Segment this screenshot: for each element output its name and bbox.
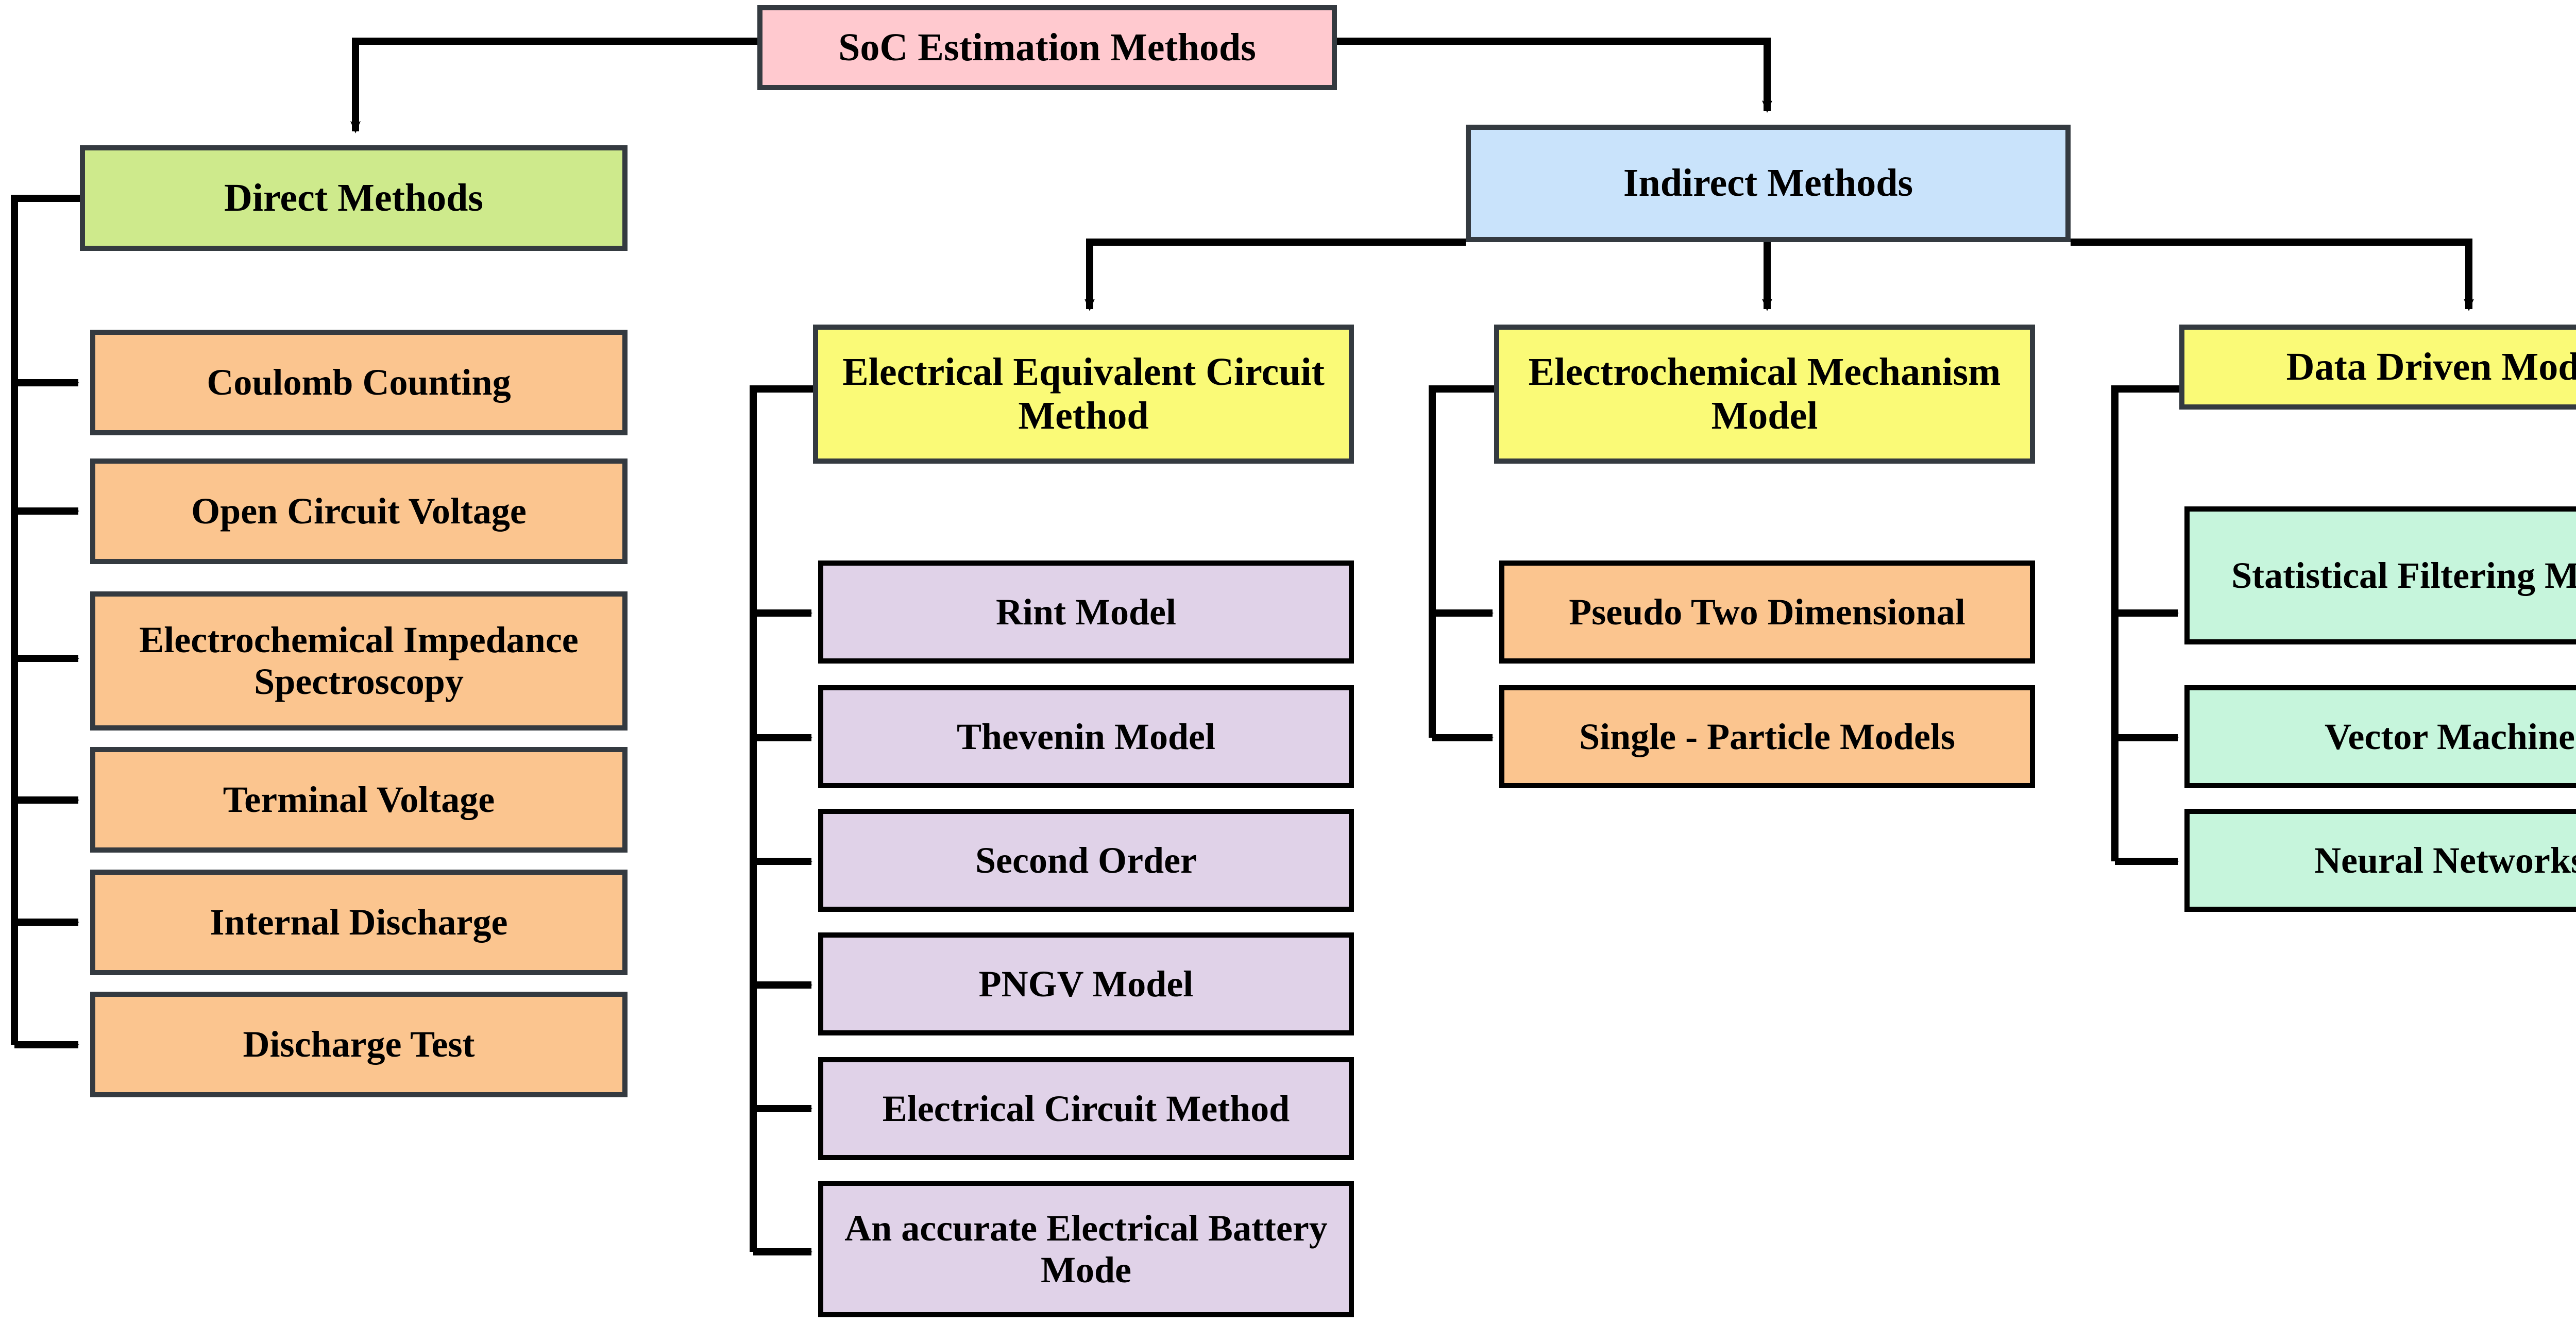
node-eecm-child-5[interactable]: An accurate Electrical Battery Mode (818, 1181, 1354, 1317)
node-root-label: SoC Estimation Methods (838, 25, 1256, 69)
node-ddm-child-1-label: Vector Machine (2325, 716, 2575, 757)
node-electrochemical-mechanism-model[interactable]: Electrochemical Mechanism Model (1494, 325, 2035, 464)
node-direct-child-0[interactable]: Coulomb Counting (90, 330, 628, 435)
node-eecm-child-3[interactable]: PNGV Model (818, 932, 1354, 1035)
node-eecm-child-1[interactable]: Thevenin Model (818, 685, 1354, 788)
node-ddm-child-0[interactable]: Statistical Filtering Method (2184, 506, 2576, 644)
node-data-driven-model[interactable]: Data Driven Model (2179, 325, 2576, 410)
node-eecm-child-2[interactable]: Second Order (818, 809, 1354, 912)
node-direct-methods[interactable]: Direct Methods (80, 145, 628, 251)
node-emm-child-0[interactable]: Pseudo Two Dimensional (1499, 560, 2035, 664)
edge-direct-trunk (11, 195, 80, 1045)
node-direct-methods-label: Direct Methods (224, 176, 484, 219)
node-eecm-child-5-label: An accurate Electrical Battery Mode (844, 1207, 1328, 1290)
node-eecm-child-4-label: Electrical Circuit Method (882, 1088, 1290, 1129)
node-emm-child-0-label: Pseudo Two Dimensional (1569, 591, 1965, 633)
node-emm-child-1[interactable]: Single - Particle Models (1499, 685, 2035, 788)
edge-ddm-trunk (2111, 385, 2179, 861)
node-eecm-child-0[interactable]: Rint Model (818, 560, 1354, 664)
node-ddm-child-2-label: Neural Networks (2314, 839, 2576, 881)
node-eecm-label: Electrical Equivalent Circuit Method (842, 350, 1325, 437)
node-direct-child-0-label: Coulomb Counting (207, 362, 511, 403)
edge-root-to-direct (350, 38, 779, 133)
edge-emm-trunk (1429, 385, 1494, 738)
node-direct-child-3-label: Terminal Voltage (223, 779, 495, 821)
node-indirect-methods[interactable]: Indirect Methods (1466, 125, 2071, 242)
node-direct-child-2-label: Electrochemical Impedance Spectroscopy (139, 619, 579, 702)
node-direct-child-2[interactable]: Electrochemical Impedance Spectroscopy (90, 591, 628, 731)
node-direct-child-4[interactable]: Internal Discharge (90, 870, 628, 975)
edge-eecm-trunk (750, 385, 813, 1252)
node-indirect-methods-label: Indirect Methods (1623, 161, 1913, 205)
node-eecm-child-0-label: Rint Model (996, 591, 1176, 633)
node-ddm-label: Data Driven Model (2286, 345, 2576, 388)
edge-root-to-indirect (1337, 38, 1772, 113)
node-eecm-child-1-label: Thevenin Model (956, 716, 1216, 757)
node-eecm-child-2-label: Second Order (975, 839, 1197, 881)
node-electrical-equivalent-circuit-method[interactable]: Electrical Equivalent Circuit Method (813, 325, 1354, 464)
edge-indirect-to-eecm (1084, 239, 1466, 311)
node-emm-label: Electrochemical Mechanism Model (1528, 350, 2001, 437)
node-emm-child-1-label: Single - Particle Models (1579, 716, 1955, 757)
node-direct-child-5[interactable]: Discharge Test (90, 992, 628, 1097)
node-eecm-child-3-label: PNGV Model (978, 963, 1194, 1005)
edge-indirect-to-ddm (2071, 239, 2474, 311)
node-eecm-child-4[interactable]: Electrical Circuit Method (818, 1057, 1354, 1160)
node-root[interactable]: SoC Estimation Methods (757, 5, 1337, 90)
node-ddm-child-1[interactable]: Vector Machine (2184, 685, 2576, 788)
node-direct-child-4-label: Internal Discharge (210, 902, 508, 943)
node-ddm-child-0-label: Statistical Filtering Method (2231, 554, 2576, 596)
node-direct-child-1-label: Open Circuit Voltage (191, 490, 527, 532)
node-direct-child-5-label: Discharge Test (243, 1024, 475, 1065)
node-ddm-child-2[interactable]: Neural Networks (2184, 809, 2576, 912)
node-direct-child-3[interactable]: Terminal Voltage (90, 747, 628, 853)
node-direct-child-1[interactable]: Open Circuit Voltage (90, 458, 628, 564)
